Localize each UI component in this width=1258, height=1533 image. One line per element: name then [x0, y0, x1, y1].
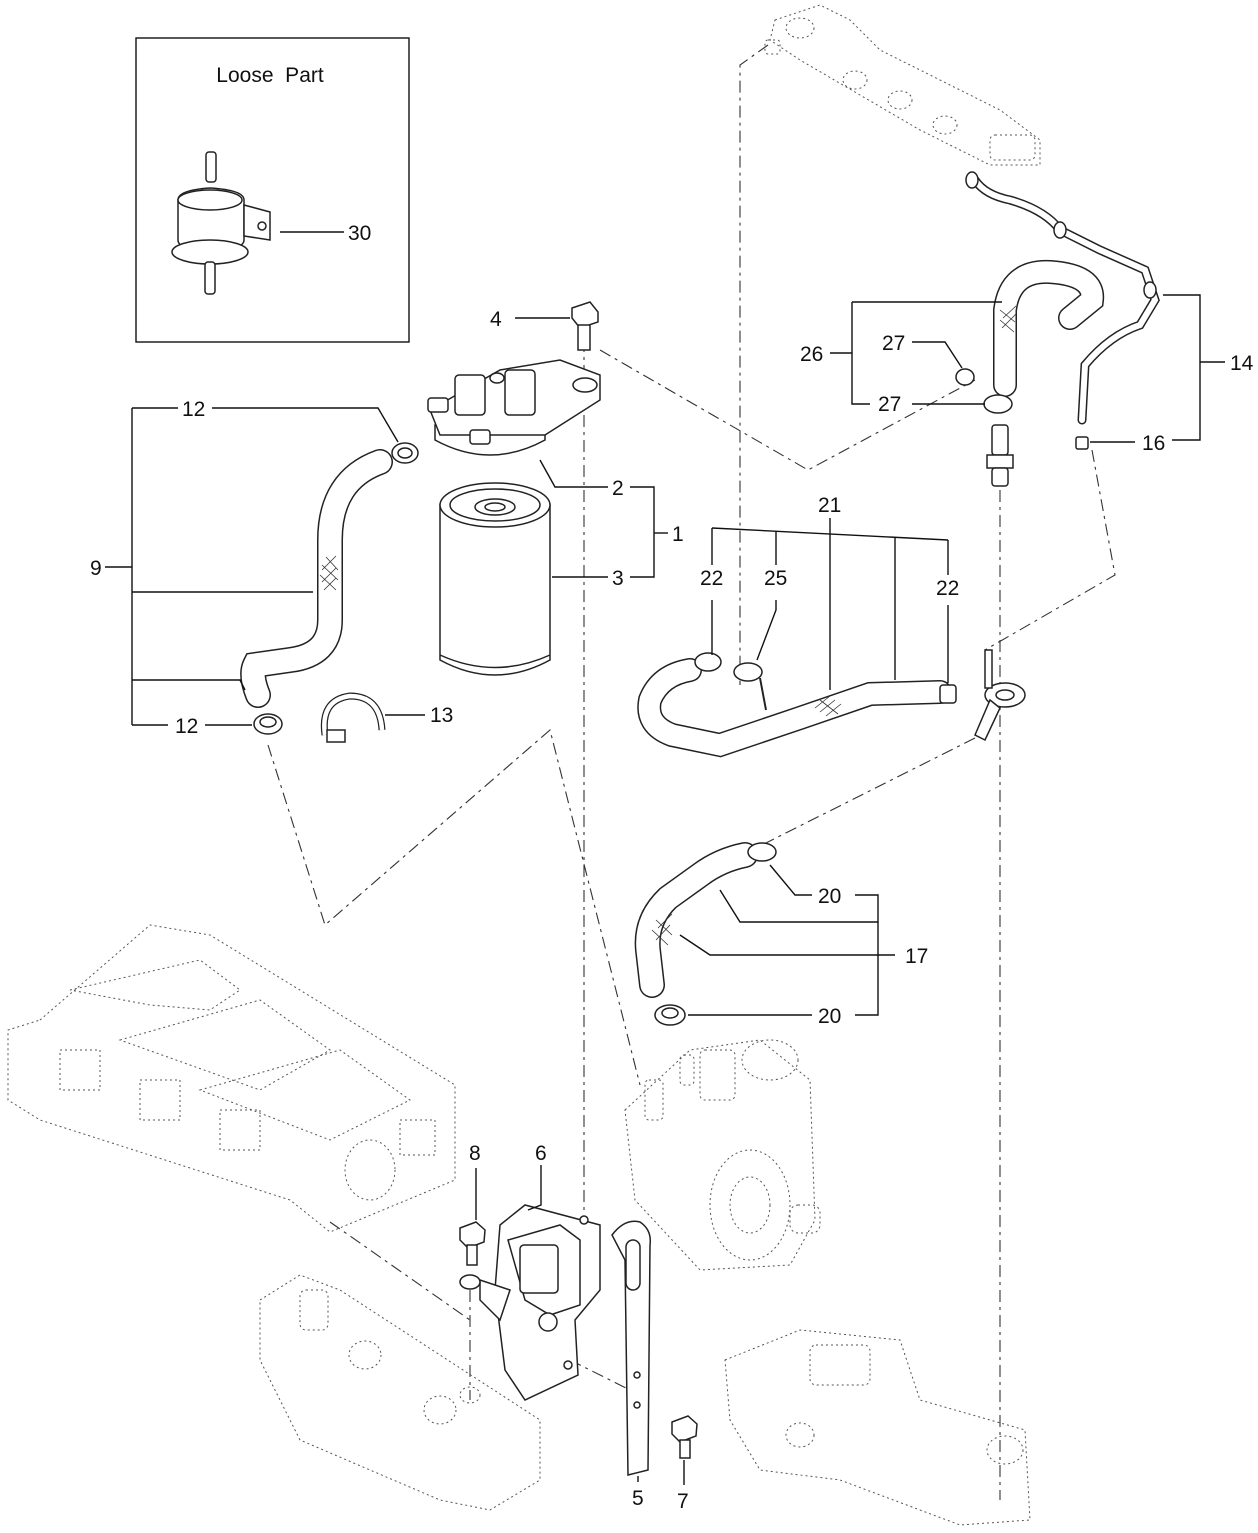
hose-clamp-20-bottom — [654, 1004, 686, 1026]
callout-21: 21 — [818, 494, 841, 517]
hose-clamp-12-top — [391, 442, 419, 464]
callout-20-bottom: 20 — [818, 1005, 841, 1028]
callout-16: 16 — [1142, 432, 1165, 455]
hose-clamp-20-top — [747, 842, 777, 862]
callout-9: 9 — [90, 557, 102, 580]
bolt-4 — [571, 301, 599, 351]
callout-30: 30 — [348, 222, 371, 245]
cylinder-head-ghost — [7, 924, 456, 1233]
callout-14: 14 — [1230, 352, 1254, 375]
fuel-filter-inline — [171, 151, 271, 295]
callout-17: 17 — [905, 945, 928, 968]
fuel-rail-ghost — [764, 4, 1041, 166]
connector-fitting — [986, 424, 1014, 487]
alignment-lines — [267, 44, 1116, 1500]
fuel-filter-element — [439, 482, 551, 676]
callout-4: 4 — [490, 308, 502, 331]
loose-part-inset: Loose Part 30 — [135, 37, 410, 343]
callout-7: 7 — [677, 1490, 689, 1513]
hose-clamp-12-bottom — [253, 713, 283, 735]
callout-27-top: 27 — [882, 332, 905, 355]
fuel-injection-pump-ghost — [624, 1039, 821, 1271]
hose-17 — [634, 842, 777, 1026]
bolt-7 — [671, 1415, 698, 1459]
callout-12-top: 12 — [182, 398, 205, 421]
callout-2: 2 — [612, 477, 624, 500]
callout-26: 26 — [800, 343, 823, 366]
hose-clamp-22-right — [939, 684, 957, 704]
hose-21 — [637, 649, 1026, 758]
hose-clamp-22-left — [694, 652, 722, 672]
fuel-filter-head — [427, 359, 601, 456]
callout-12-bottom: 12 — [175, 715, 198, 738]
callout-22-left: 22 — [700, 567, 723, 590]
support-strap-5 — [611, 1220, 652, 1476]
hose-9 — [240, 442, 419, 735]
banjo-fitting — [974, 649, 1026, 742]
callout-22-right: 22 — [936, 577, 959, 600]
cable-tie-13 — [320, 692, 386, 743]
callout-labels: 4 12 9 12 13 2 3 1 21 22 25 22 26 27 27 … — [90, 308, 1254, 1513]
return-line-14 — [965, 171, 1160, 450]
callout-6: 6 — [535, 1142, 547, 1165]
hose-clamp-27-bottom — [983, 394, 1013, 414]
hose-26 — [955, 259, 1105, 487]
filter-bracket-6 — [479, 1204, 601, 1401]
callout-5: 5 — [632, 1487, 644, 1510]
hose-clamp-16 — [1075, 436, 1089, 450]
callout-25: 25 — [764, 567, 787, 590]
manifold-left-ghost — [259, 1274, 541, 1511]
callout-8: 8 — [469, 1142, 481, 1165]
leader-lines — [105, 294, 1225, 1485]
callout-13: 13 — [430, 704, 453, 727]
callout-1: 1 — [672, 523, 684, 546]
callout-27-bottom: 27 — [878, 393, 901, 416]
loose-part-title: Loose Part — [216, 64, 324, 87]
manifold-right-ghost — [724, 1329, 1031, 1526]
callout-20-top: 20 — [818, 885, 841, 908]
bolt-8 — [459, 1221, 486, 1290]
hose-clamp-25 — [733, 662, 767, 711]
callout-3: 3 — [612, 567, 624, 590]
hose-clamp-27-top — [955, 368, 975, 386]
